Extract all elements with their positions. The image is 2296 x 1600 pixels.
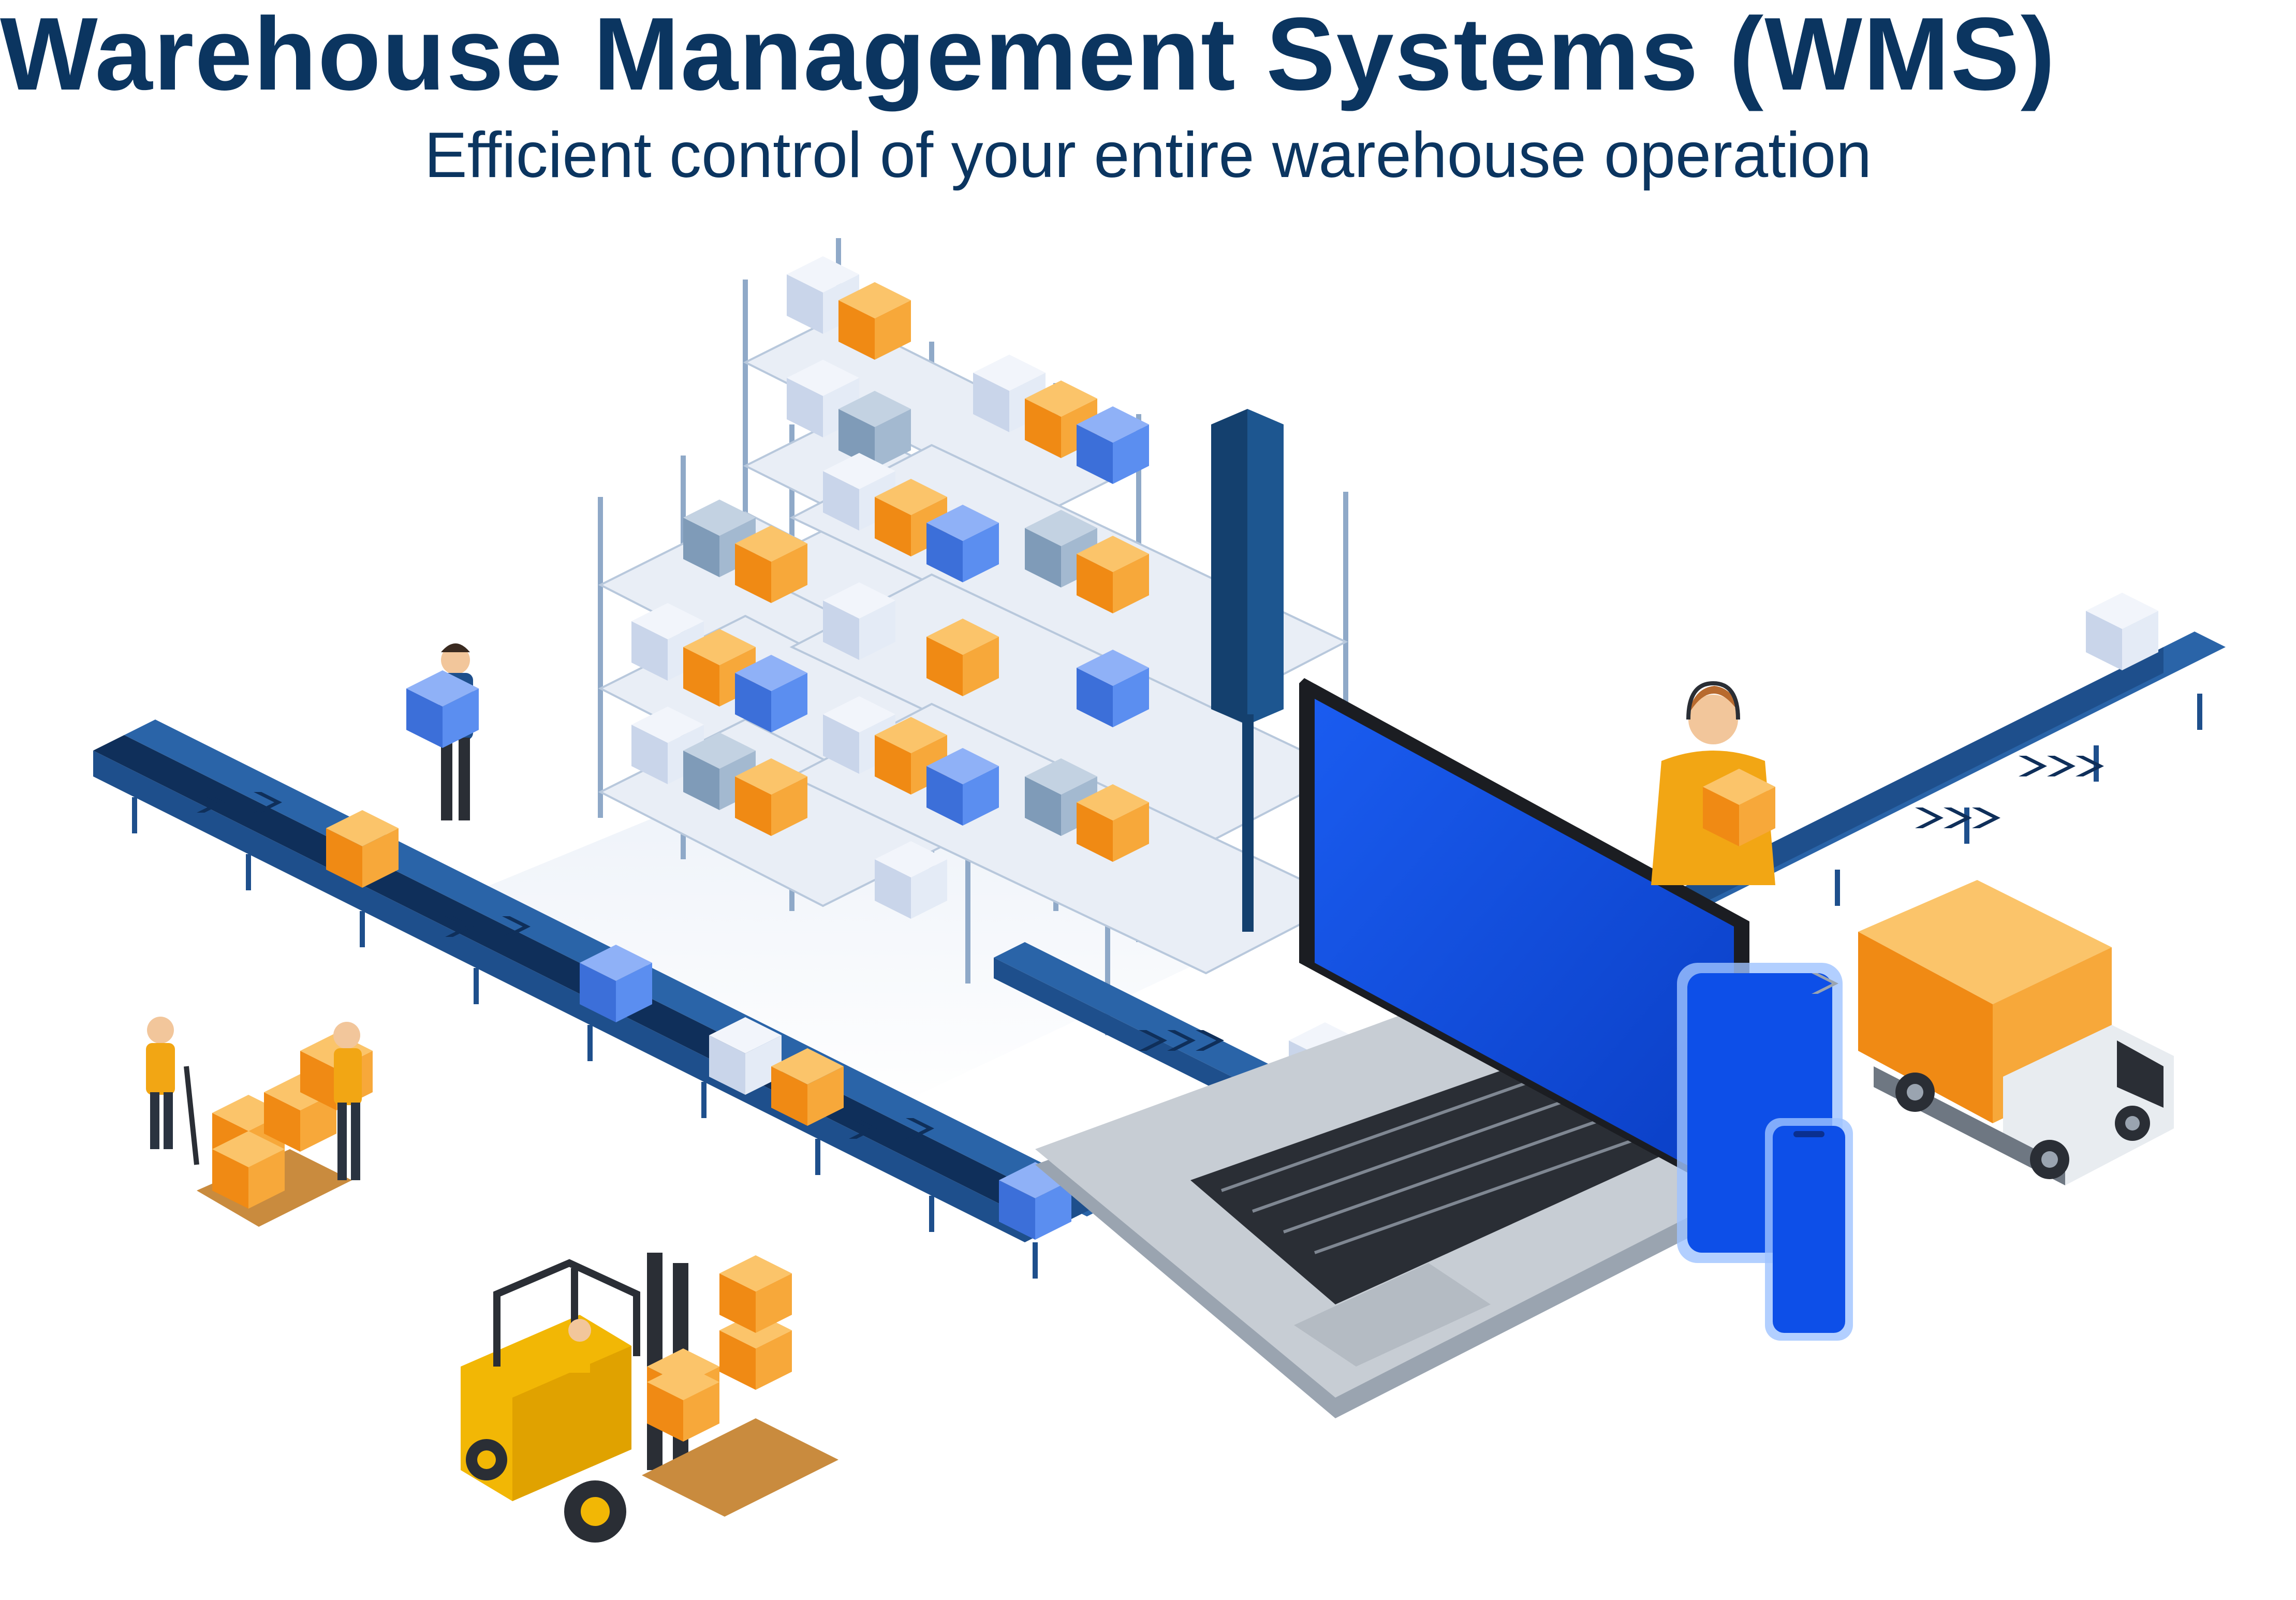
arrow-icon <box>1812 973 1838 994</box>
pallet-jack-icon <box>146 1017 373 1227</box>
shelving-rack-icon <box>598 238 1348 1035</box>
smartphone-icon <box>1765 1118 1853 1341</box>
page-title: Warehouse Management Systems (WMS) <box>0 0 2056 112</box>
truck-icon <box>1858 880 2174 1185</box>
laptop-icon <box>1035 678 1801 1418</box>
forklift-icon <box>461 1253 838 1543</box>
warehouse-illustration <box>93 238 2226 1543</box>
headset-worker-icon <box>1651 681 1775 885</box>
worker-icon <box>406 643 479 820</box>
page-subtitle: Efficient control of your entire warehou… <box>424 120 1872 191</box>
stacker-crane <box>1211 409 1284 932</box>
